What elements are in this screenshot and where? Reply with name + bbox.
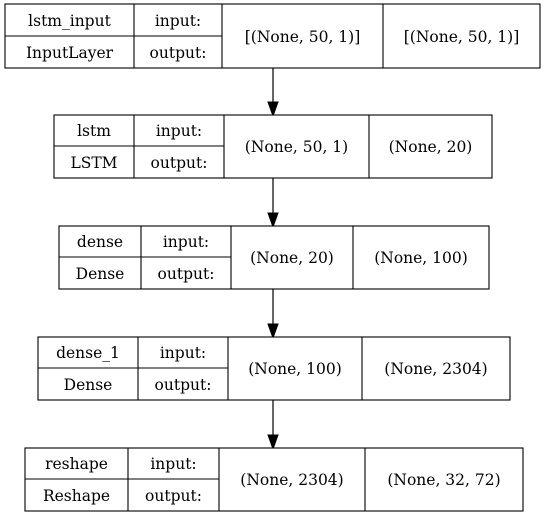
arrow-icon bbox=[267, 434, 279, 451]
output-shape: [(None, 50, 1)] bbox=[404, 28, 520, 46]
edge-lstm-to-dense bbox=[267, 178, 279, 229]
edge-dense_1-to-reshape bbox=[267, 400, 279, 451]
layer-type: Dense bbox=[76, 265, 125, 283]
output-shape: (None, 32, 72) bbox=[387, 471, 500, 489]
layer-name: lstm_input bbox=[28, 12, 111, 30]
input-shape: (None, 50, 1) bbox=[245, 138, 348, 156]
layer-name: dense_1 bbox=[56, 344, 120, 362]
output-label: output: bbox=[155, 376, 212, 394]
layer-type: LSTM bbox=[70, 154, 117, 172]
arrow-icon bbox=[267, 212, 279, 229]
arrow-icon bbox=[267, 101, 279, 118]
output-label: output: bbox=[150, 44, 207, 62]
node-dense: dense Dense input: output: (None, 20) (N… bbox=[58, 225, 490, 290]
layer-name: lstm bbox=[77, 122, 111, 140]
edge-dense-to-dense_1 bbox=[267, 289, 279, 340]
node-reshape: reshape Reshape input: output: (None, 23… bbox=[24, 447, 524, 512]
layer-name: dense bbox=[77, 233, 123, 251]
layer-type: InputLayer bbox=[26, 44, 114, 62]
input-shape: (None, 20) bbox=[250, 249, 334, 267]
input-label: input: bbox=[150, 455, 196, 473]
input-shape: [(None, 50, 1)] bbox=[245, 28, 361, 46]
node-lstm_input: lstm_input InputLayer input: output: [(N… bbox=[4, 3, 541, 69]
input-label: input: bbox=[156, 122, 202, 140]
output-shape: (None, 2304) bbox=[384, 360, 487, 378]
output-shape: (None, 20) bbox=[389, 138, 473, 156]
layer-type: Reshape bbox=[43, 487, 110, 505]
layer-name: reshape bbox=[45, 455, 108, 473]
input-shape: (None, 2304) bbox=[240, 471, 343, 489]
edges bbox=[267, 68, 279, 451]
input-label: input: bbox=[155, 12, 201, 30]
node-lstm: lstm LSTM input: output: (None, 50, 1) (… bbox=[53, 114, 493, 179]
node-dense_1: dense_1 Dense input: output: (None, 100)… bbox=[37, 336, 511, 401]
output-label: output: bbox=[158, 265, 215, 283]
output-label: output: bbox=[151, 154, 208, 172]
layer-type: Dense bbox=[64, 376, 113, 394]
output-shape: (None, 100) bbox=[374, 249, 468, 267]
input-label: input: bbox=[160, 344, 206, 362]
arrow-icon bbox=[267, 323, 279, 340]
input-label: input: bbox=[163, 233, 209, 251]
edge-lstm_input-to-lstm bbox=[267, 68, 279, 118]
output-label: output: bbox=[145, 487, 202, 505]
input-shape: (None, 100) bbox=[248, 360, 342, 378]
